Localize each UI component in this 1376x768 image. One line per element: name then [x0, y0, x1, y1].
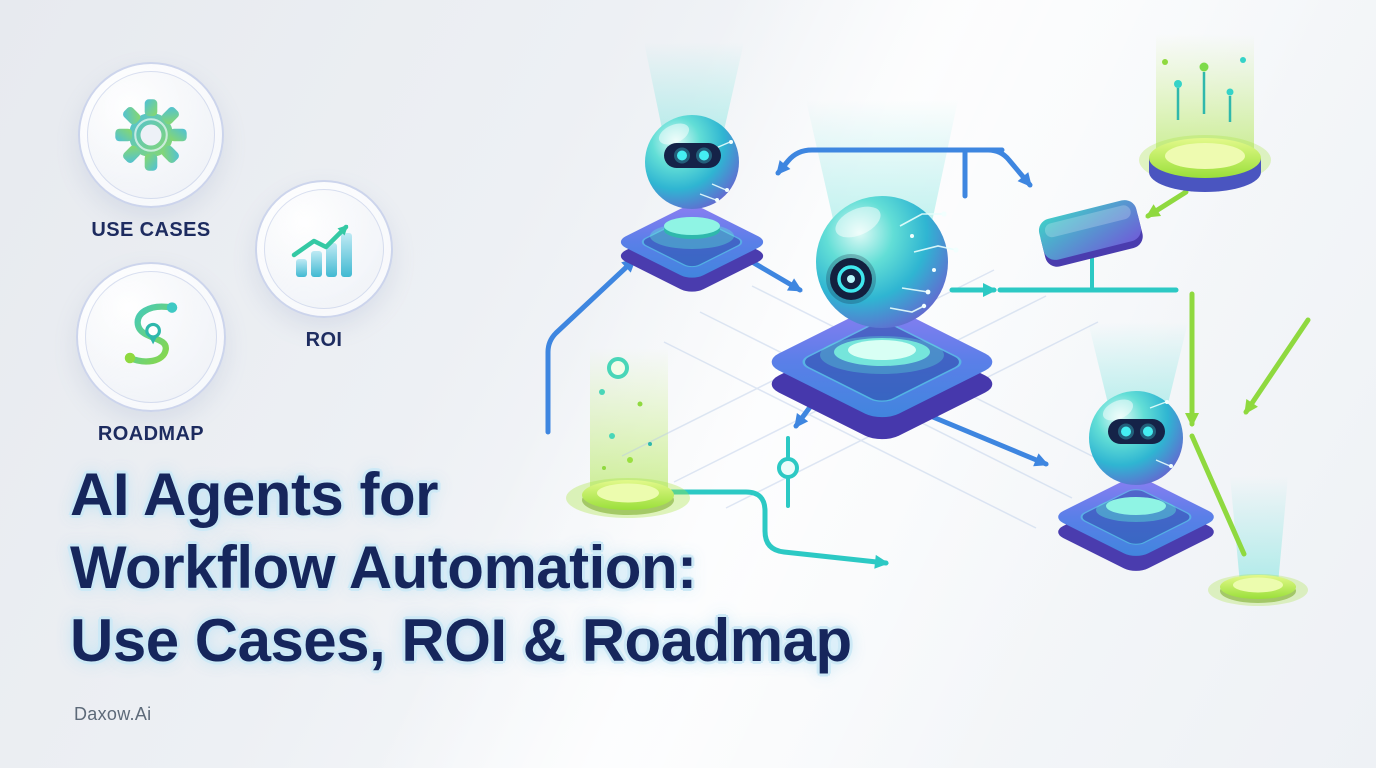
platform-center — [771, 306, 993, 440]
particle-dots — [599, 57, 1246, 470]
use-cases-label: USE CASES — [91, 219, 211, 241]
gear-icon — [115, 99, 187, 171]
agent-orb-right — [1089, 391, 1183, 485]
brand-label: Daxow.Ai — [74, 704, 152, 724]
platform-left — [620, 206, 764, 292]
glow-disc-bottom-right — [1208, 574, 1308, 606]
roi-label: ROI — [305, 329, 343, 351]
title-line-3: Use Cases, ROI & Roadmap — [70, 607, 852, 674]
badge-roadmap: ROADMAP — [62, 262, 240, 446]
gear-badge-circle — [78, 62, 224, 208]
roi-badge-circle — [255, 180, 393, 318]
roadmap-badge-circle — [76, 262, 226, 412]
agent-orb-left — [645, 115, 739, 209]
glow-disc-left — [566, 478, 690, 518]
process-node — [1038, 200, 1143, 267]
badge-roi: ROI — [252, 180, 396, 352]
agent-orb-center — [816, 196, 959, 328]
title-line-2: Workflow Automation: — [70, 534, 697, 601]
platform-right — [1058, 478, 1214, 571]
pedestal-top-right — [1139, 135, 1271, 192]
winding-path-icon — [124, 302, 178, 365]
roadmap-label: ROADMAP — [97, 423, 205, 445]
badge-use-cases: USE CASES — [62, 62, 240, 242]
connector-arrows — [545, 147, 1311, 569]
main-title: AI Agents for Workflow Automation: Use C… — [70, 458, 990, 677]
bar-chart-icon — [291, 224, 352, 277]
title-line-1: AI Agents for — [70, 461, 438, 528]
